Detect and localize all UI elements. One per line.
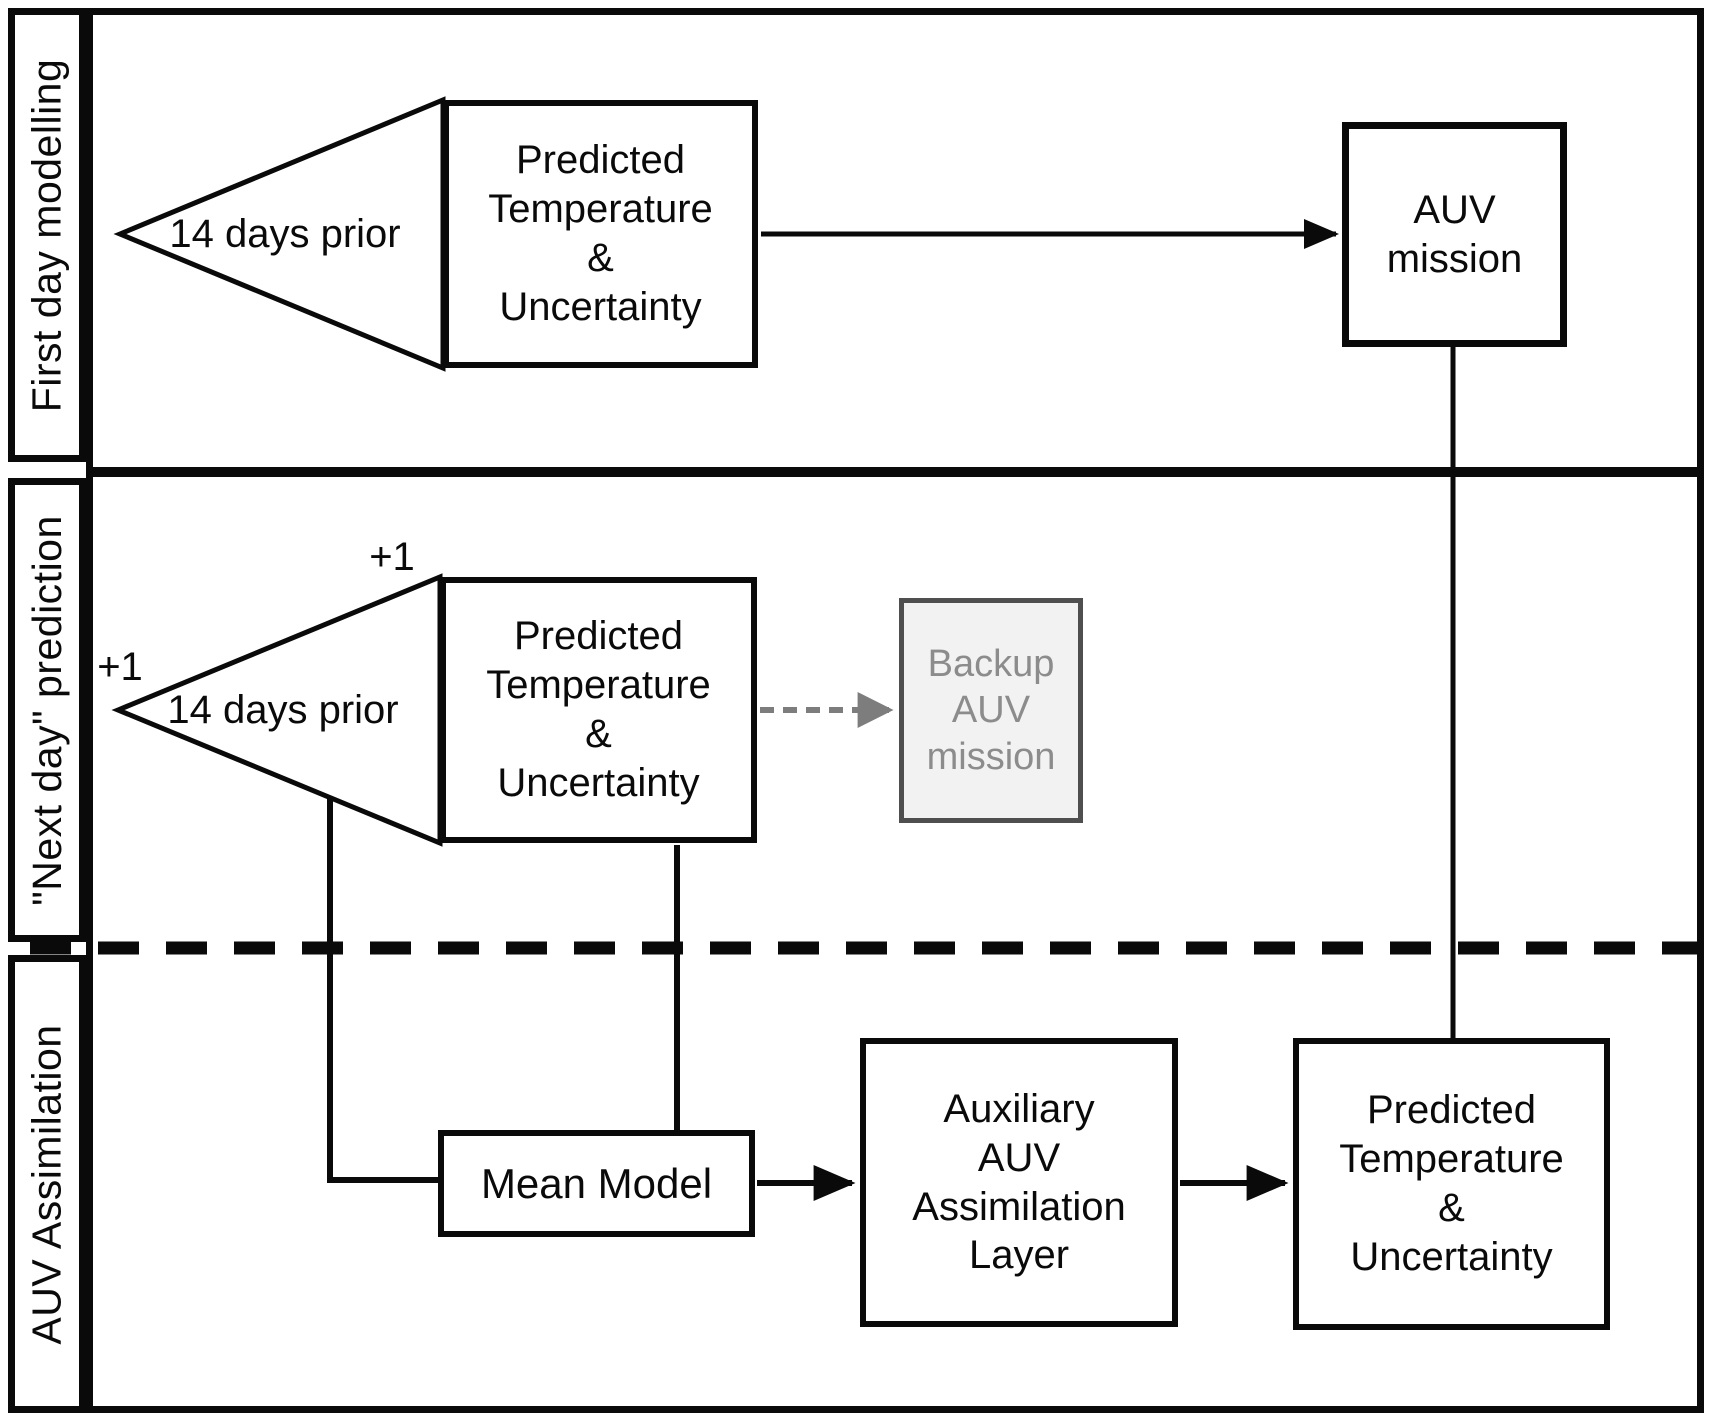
plus-one-label-left: +1 bbox=[97, 645, 143, 689]
auxiliary-auv-assimilation-layer-box: Auxiliary AUV Assimilation Layer bbox=[860, 1038, 1178, 1327]
lead-time-label-band2: 14 days prior bbox=[167, 688, 399, 732]
predicted-temperature-uncertainty-box-band3: Predicted Temperature & Uncertainty bbox=[1293, 1038, 1610, 1330]
box-text-line: Layer bbox=[968, 1233, 1070, 1278]
box-text-line: Temperature bbox=[1339, 1137, 1564, 1182]
box-text-line: & bbox=[585, 712, 612, 756]
lead-time-label-band1: 14 days prior bbox=[169, 212, 401, 256]
predicted-temperature-uncertainty-box-band1: Predicted Temperature & Uncertainty bbox=[443, 100, 758, 368]
box-text-line: & bbox=[1438, 1186, 1465, 1230]
box-text-line: AUV bbox=[977, 1135, 1061, 1180]
band-label-text: AUV Assimilation bbox=[23, 1023, 70, 1345]
box-text-line: Backup bbox=[927, 642, 1055, 685]
box-text-line: Temperature bbox=[488, 187, 713, 232]
box-text-line: mission bbox=[1386, 236, 1523, 281]
box-text-line: mission bbox=[926, 735, 1056, 778]
band-label-auv-assimilation: AUV Assimilation bbox=[8, 955, 86, 1413]
band-label-text: "Next day" prediction bbox=[23, 514, 70, 906]
box-text-line: & bbox=[587, 236, 614, 280]
predicted-temperature-uncertainty-box-band2: Predicted Temperature & Uncertainty bbox=[440, 577, 757, 843]
band-label-first-day-modelling: First day modelling bbox=[8, 8, 86, 462]
box-text-line: Predicted bbox=[514, 614, 683, 659]
box-text-line: AUV bbox=[1413, 187, 1496, 232]
box-text-line: Predicted bbox=[1367, 1088, 1536, 1133]
box-text-line: Uncertainty bbox=[499, 284, 702, 329]
box-text-line: Predicted bbox=[516, 138, 685, 183]
box-text-line: Uncertainty bbox=[497, 760, 700, 805]
wire-triangle-band2-to-mean-model bbox=[327, 798, 441, 1183]
box-text-line: Assimilation bbox=[912, 1184, 1126, 1229]
band-label-next-day-prediction: "Next day" prediction bbox=[8, 478, 86, 942]
box-text-line: AUV bbox=[951, 689, 1031, 732]
auv-mission-box: AUV mission bbox=[1342, 122, 1567, 347]
backup-auv-mission-box: Backup AUV mission bbox=[899, 598, 1083, 823]
mean-model-box: Mean Model bbox=[438, 1130, 755, 1237]
plus-one-label-top: +1 bbox=[369, 535, 415, 579]
band-label-text: First day modelling bbox=[23, 58, 70, 412]
box-text-line: Mean Model bbox=[480, 1159, 713, 1207]
box-text-line: Temperature bbox=[486, 663, 711, 708]
box-text-line: Auxiliary bbox=[943, 1086, 1095, 1131]
box-text-line: Uncertainty bbox=[1350, 1234, 1553, 1279]
